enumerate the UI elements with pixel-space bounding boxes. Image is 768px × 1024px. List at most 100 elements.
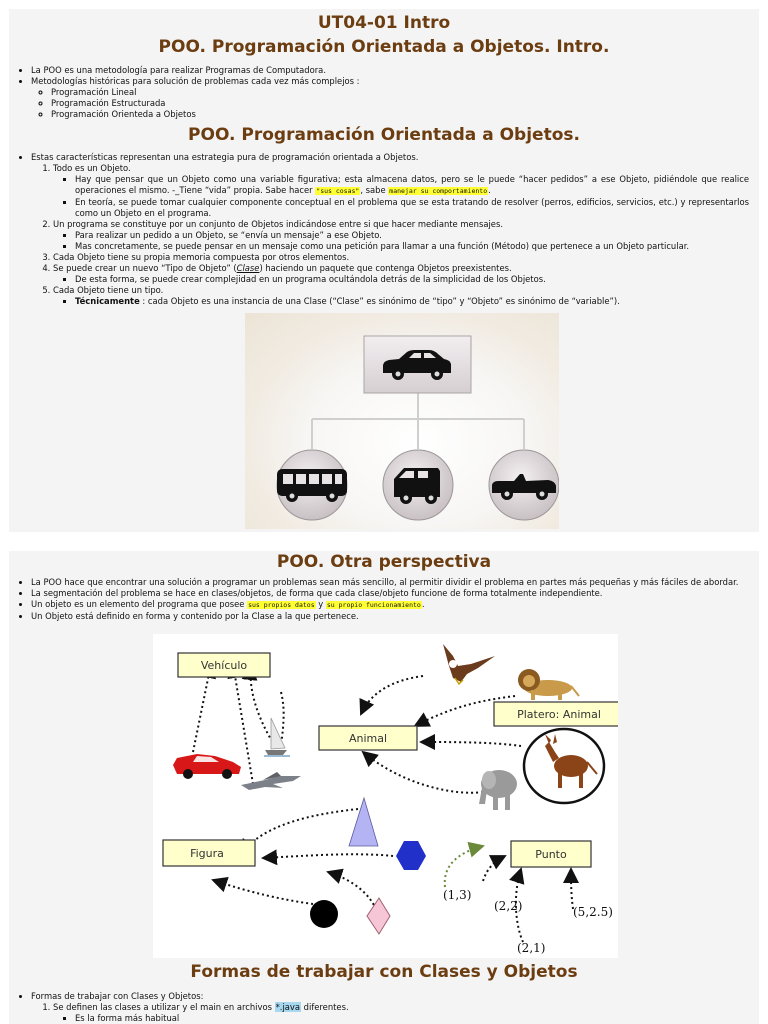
- class-term: Clase: [236, 263, 260, 273]
- text: : cada Objeto es una instancia de una Cl…: [139, 296, 620, 306]
- car-icon: [383, 350, 451, 380]
- point-coord: (1,3): [443, 888, 471, 902]
- list-item-text: Todo es un Objeto.: [53, 163, 131, 173]
- sub-list: Es la forma más habitual: [53, 1013, 759, 1024]
- circle-icon: [310, 900, 338, 928]
- list-item: Un programa se constituye por un conjunt…: [53, 219, 759, 252]
- page-title: POO. Otra perspectiva: [276, 552, 492, 572]
- text: .: [421, 599, 425, 609]
- methodology-list: Programación Lineal Programación Estruct…: [31, 87, 759, 120]
- vehicle-hierarchy-svg: [276, 335, 560, 521]
- page-title: UT04-01 Intro: [317, 13, 451, 33]
- list-item: Programación Estructurada: [51, 98, 759, 109]
- list-item-text: Metodologías históricas para solución de…: [31, 76, 360, 86]
- platero-label: Platero: Animal: [517, 708, 601, 721]
- hexagon-icon: [396, 841, 426, 870]
- page-subtitle: POO. Programación Orientada a Objetos. I…: [158, 37, 610, 57]
- list-item-text: Estas características representan una es…: [31, 152, 419, 162]
- text: .: [488, 185, 491, 195]
- list-item: La POO es una metodología para realizar …: [31, 65, 759, 76]
- van-icon: [394, 468, 440, 504]
- sub-list: Hay que pensar que un Objeto como una va…: [53, 174, 759, 219]
- list-item: La segmentación del problema se hace en …: [31, 588, 759, 599]
- document-page-2: POO. Otra perspectiva La POO hace que en…: [9, 551, 759, 1024]
- platero-box: Platero: Animal: [493, 701, 625, 727]
- donkey-icon: [545, 734, 598, 788]
- list-item: Se puede crear un nuevo “Tipo de Objeto”…: [53, 263, 759, 285]
- highlight: manejar su comportamiento: [388, 187, 489, 195]
- red-car-icon: [173, 754, 241, 779]
- text: , sabe: [360, 185, 389, 195]
- lion-icon: [518, 669, 580, 700]
- vehiculo-box: Vehículo: [177, 652, 271, 678]
- list-item-text: Formas de trabajar con Clases y Objetos:: [31, 991, 204, 1001]
- list-item: En teoría, se puede tomar cualquier comp…: [75, 197, 759, 219]
- animal-box: Animal: [318, 725, 418, 751]
- triangle-icon: [348, 796, 379, 847]
- characteristics-list: Estas características representan una es…: [9, 152, 759, 307]
- list-item: Programación Orienteda a Objetos: [51, 109, 759, 120]
- point-coord: (5,2.5): [573, 905, 613, 919]
- green-arrow: [443, 841, 485, 888]
- list-item: Mas concretamente, se puede pensar en un…: [75, 241, 759, 252]
- punto-label: Punto: [535, 848, 567, 861]
- list-item: Un Objeto está definido en forma y conte…: [31, 611, 759, 622]
- animal-label: Animal: [349, 732, 387, 745]
- list-item: Estas características representan una es…: [31, 152, 759, 307]
- section-title: Formas de trabajar con Clases y Objetos: [190, 962, 578, 982]
- list-item: Cada Objeto tiene un tipo. Técnicamente …: [53, 285, 759, 307]
- platero-circle: [522, 727, 606, 805]
- perspective-list: La POO hace que encontrar una solución a…: [9, 577, 759, 622]
- text: Se definen las clases a utilizar y el ma…: [53, 1002, 275, 1012]
- punto-box: Punto: [510, 840, 592, 868]
- document-page-1: UT04-01 Intro POO. Programación Orientad…: [9, 9, 759, 532]
- figura-label: Figura: [190, 847, 224, 860]
- forms-list: Formas de trabajar con Clases y Objetos:…: [9, 991, 759, 1024]
- text: Hay que pensar que un Objeto como una va…: [75, 174, 749, 195]
- connector-lines: [311, 393, 525, 449]
- list-item: Hay que pensar que un Objeto como una va…: [75, 174, 759, 197]
- highlight: "sus cosas": [315, 187, 361, 195]
- sub-list: De esta forma, se puede crear complejida…: [53, 274, 759, 285]
- numbered-list: Se definen las clases a utilizar y el ma…: [31, 1002, 759, 1024]
- section-title: POO. Programación Orientada a Objetos.: [188, 125, 580, 145]
- numbered-list: Todo es un Objeto. Hay que pensar que un…: [31, 163, 759, 307]
- sailboat-icon: [264, 717, 290, 757]
- sub-list: Para realizar un pedido a un Objeto, se …: [53, 230, 759, 252]
- list-item: Programación Lineal: [51, 87, 759, 98]
- eagle-icon: [443, 644, 495, 686]
- point-coord: (2,2): [494, 899, 522, 913]
- list-item: Para realizar un pedido a un Objeto, se …: [75, 230, 759, 241]
- list-item: Técnicamente : cada Objeto es una instan…: [75, 296, 759, 307]
- sub-list: Técnicamente : cada Objeto es una instan…: [53, 296, 759, 307]
- list-item: De esta forma, se puede crear complejida…: [75, 274, 759, 285]
- text: ) haciendo un paquete que contenga Objet…: [259, 263, 512, 273]
- classes-objects-diagram: Vehículo Animal Platero: Animal Figura P…: [153, 634, 625, 958]
- list-item: Todo es un Objeto. Hay que pensar que un…: [53, 163, 759, 219]
- list-item: Es la forma más habitual: [75, 1013, 759, 1024]
- convertible-icon: [492, 474, 556, 500]
- list-item: Un objeto es un elemento del programa qu…: [31, 599, 759, 611]
- list-item-text: Cada Objeto tiene un tipo.: [53, 285, 164, 295]
- text: Un objeto es un elemento del programa qu…: [31, 599, 248, 609]
- list-item: Metodologías históricas para solución de…: [31, 76, 759, 120]
- bus-icon: [277, 469, 347, 502]
- vehicle-hierarchy-diagram: [245, 313, 560, 529]
- intro-list: La POO es una metodología para realizar …: [9, 65, 759, 120]
- text: y: [315, 599, 326, 609]
- highlight: *.java: [274, 1002, 302, 1012]
- list-item-text: Un programa se constituye por un conjunt…: [53, 219, 503, 229]
- jet-icon: [241, 772, 301, 790]
- list-item: La POO hace que encontrar una solución a…: [31, 577, 759, 588]
- text: diferentes.: [301, 1002, 349, 1012]
- list-item: Formas de trabajar con Clases y Objetos:…: [31, 991, 759, 1024]
- list-item: Cada Objeto tiene su propia memoria comp…: [53, 252, 759, 263]
- vehiculo-label: Vehículo: [201, 659, 248, 672]
- bold-term: Técnicamente: [75, 296, 140, 306]
- highlight: su propio funcionamiento: [325, 601, 422, 609]
- highlight: sus propios datos: [247, 601, 316, 609]
- classes-objects-svg: Vehículo Animal Platero: Animal Figura P…: [162, 644, 625, 955]
- figura-box: Figura: [162, 839, 256, 867]
- diamond-icon: [366, 897, 391, 935]
- elephant-icon: [479, 770, 517, 810]
